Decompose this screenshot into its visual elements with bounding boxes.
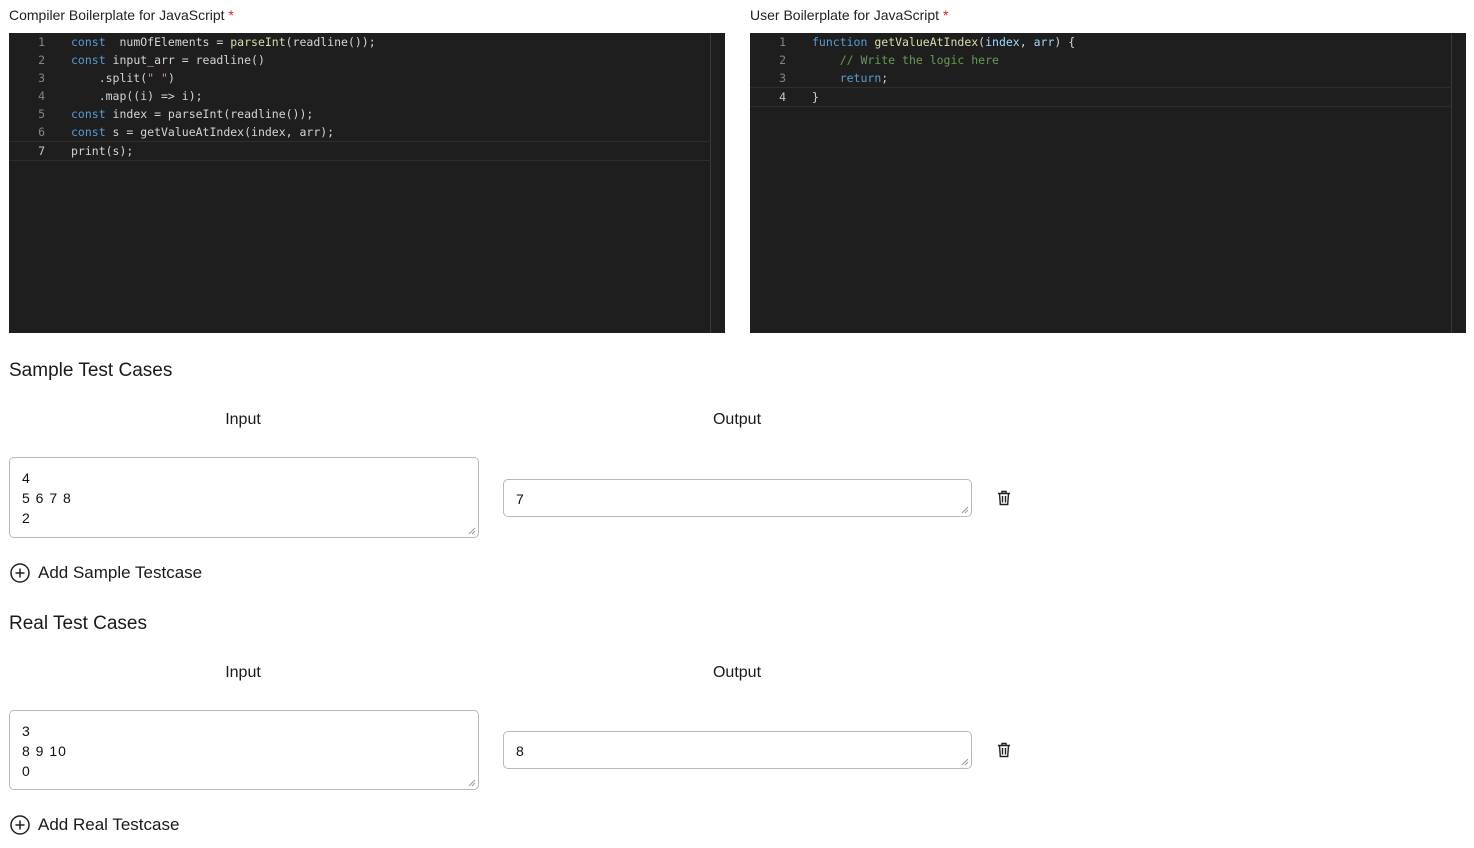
real-input-textarea[interactable]: 3 8 9 10 0 [9,710,479,790]
input-line: 0 [22,763,31,779]
code-text: const s = getValueAtIndex(index, arr); [71,125,335,139]
add-sample-testcase-button[interactable]: Add Sample Testcase [10,563,202,583]
trash-icon[interactable] [997,742,1011,758]
resize-handle-icon[interactable] [468,527,476,535]
code-text: .map((i) => i); [71,89,203,103]
compiler-boilerplate-label: Compiler Boilerplate for JavaScript * [9,7,234,23]
user-code-editor[interactable]: 1 function getValueAtIndex(index, arr) { 2… [750,33,1466,333]
line-number: 5 [38,107,45,121]
code-text: // Write the logic here [839,53,999,67]
code-line[interactable]: 1 function getValueAtIndex(index, arr) { [750,33,1452,51]
resize-handle-icon[interactable] [468,779,476,787]
required-mark: * [942,7,949,23]
real-input-header: Input [225,664,261,681]
input-line: 5 6 7 8 [22,490,72,506]
code-line[interactable]: 4} [750,87,1452,107]
input-line: 8 9 10 [22,743,67,759]
resize-handle-icon[interactable] [961,758,969,766]
line-number: 4 [779,90,786,104]
user-boilerplate-label: User Boilerplate for JavaScript * [750,7,949,23]
line-number: 4 [38,89,45,103]
code-line[interactable]: 1 const numOfElements = parseInt(readline… [9,33,711,51]
compiler-code-editor[interactable]: 1 const numOfElements = parseInt(readline… [9,33,725,333]
add-real-testcase-button[interactable]: Add Real Testcase [10,815,179,835]
sample-input-textarea[interactable]: 4 5 6 7 8 2 [9,457,479,538]
real-output-field[interactable]: 8 [503,731,972,769]
sample-output-field[interactable]: 7 [503,479,972,517]
line-number: 2 [779,53,786,67]
code-text: const input_arr = readline() [71,53,265,67]
code-line[interactable]: 4 .map((i) => i); [9,87,711,105]
resize-handle-icon[interactable] [961,506,969,514]
line-number: 3 [38,71,45,85]
code-text: const index = parseInt(readline()); [71,107,314,121]
line-number: 6 [38,125,45,139]
line-number: 1 [38,35,45,49]
code-line[interactable]: 6 const s = getValueAtIndex(index, arr); [9,123,711,141]
code-text: .split(" ") [71,71,175,85]
editor-scrollbar[interactable] [710,33,725,333]
real-test-cases-title: Real Test Cases [9,613,147,634]
code-text: const numOfElements = parseInt(readline(… [71,35,376,49]
sample-output-header: Output [712,411,762,428]
trash-icon[interactable] [997,490,1011,506]
line-number: 3 [779,71,786,85]
editor-scrollbar[interactable] [1451,33,1466,333]
input-line: 4 [22,470,31,486]
code-text: } [812,90,819,104]
plus-circle-icon [10,815,30,835]
code-text: print(s); [71,144,134,158]
sample-test-cases-title: Sample Test Cases [9,360,173,381]
real-output-header: Output [712,664,762,681]
line-number: 7 [38,144,45,158]
code-line[interactable]: 3 .split(" ") [9,69,711,87]
plus-circle-icon [10,563,30,583]
code-line[interactable]: 3 return; [750,69,1452,87]
line-number: 2 [38,53,45,67]
code-line[interactable]: 5 const index = parseInt(readline()); [9,105,711,123]
line-number: 1 [779,35,786,49]
code-line[interactable]: 7 print(s); [9,141,711,161]
code-text: return; [839,71,889,85]
required-mark: * [228,7,234,23]
input-line: 2 [22,510,31,526]
sample-input-header: Input [225,411,261,428]
input-line: 3 [22,723,31,739]
code-line[interactable]: 2 // Write the logic here [750,51,1452,69]
code-text: function getValueAtIndex(index, arr) { [812,35,1076,49]
code-line[interactable]: 2 const input_arr = readline() [9,51,711,69]
